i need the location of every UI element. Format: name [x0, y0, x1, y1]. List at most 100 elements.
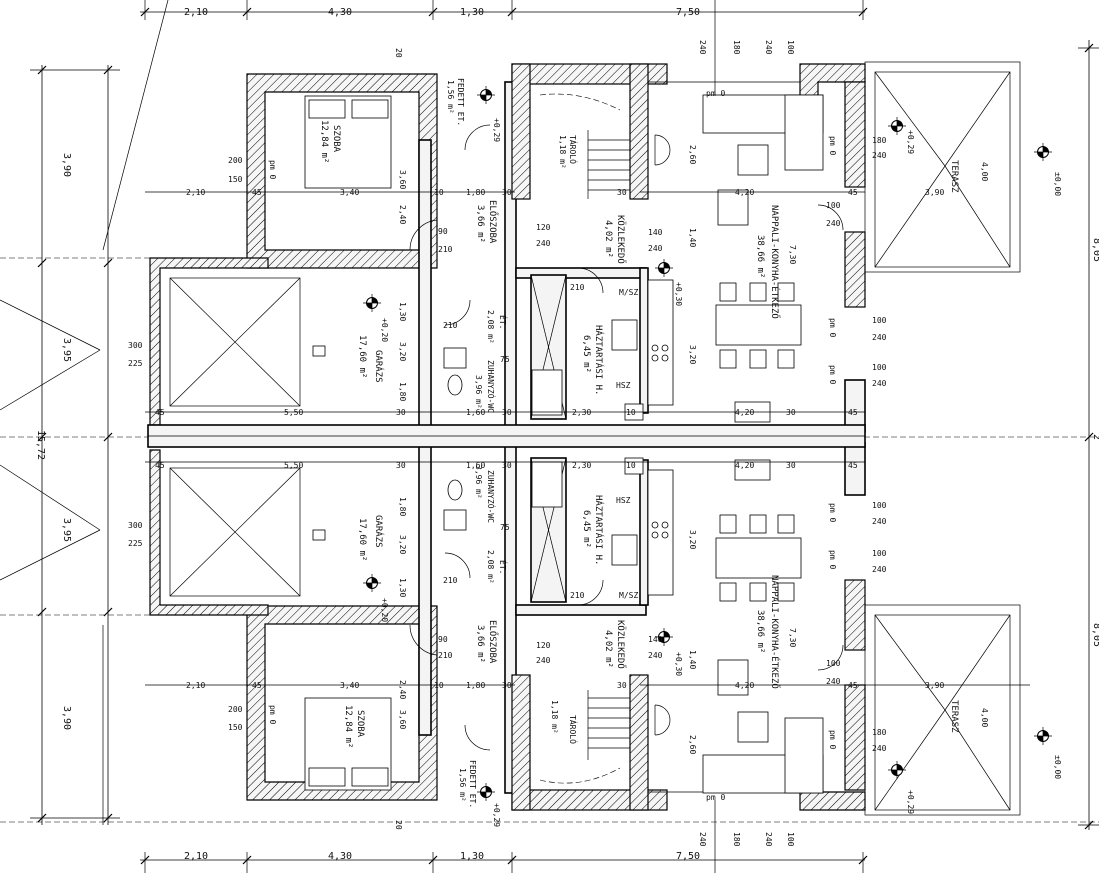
- level-entrance: +0,29: [492, 803, 501, 827]
- room-et-name: ÉT.: [498, 315, 509, 329]
- dining-table: [715, 537, 802, 579]
- bottom-dim-3: 1,30: [460, 851, 484, 862]
- door-140: 140: [648, 635, 663, 644]
- dim-240: 240: [698, 832, 707, 847]
- dim-320: 3,20: [688, 530, 697, 549]
- room-zuhanyzo-name: ZUHANYZÓ-WC: [486, 470, 497, 523]
- door-210: 210: [438, 651, 453, 660]
- room-garazs-name: GARÁZS: [373, 350, 385, 383]
- door-210: 210: [443, 576, 458, 585]
- room-fedett-name: FEDETT ET.: [468, 760, 477, 808]
- level-texts: +0,29 +0,20 +0,30 +0,29 ±0,00 +0,20 +0,3…: [380, 118, 1062, 827]
- win-240: 240: [872, 333, 887, 342]
- dim-30: 30: [396, 461, 406, 470]
- door-225: 225: [128, 539, 143, 548]
- dim-420: 4,20: [735, 461, 754, 470]
- door-120: 120: [536, 223, 551, 232]
- room-garazs-area: 17,60 m²: [357, 335, 367, 378]
- level-terrace: +0,29: [906, 130, 915, 154]
- dim-340: 3,40: [340, 188, 359, 197]
- dim-240: 2,40: [398, 680, 407, 699]
- room-labels-lower: SZOBA 12,84 m² ELŐSZOBA 3,66 m² FEDETT E…: [343, 465, 959, 808]
- room-kozlekedo-name: KÖZLEKEDŐ: [615, 620, 626, 669]
- door-100: 100: [826, 659, 841, 668]
- dim-45: 45: [155, 408, 165, 417]
- bottom-dim-4: 7,50: [676, 851, 700, 862]
- dim-10: 10: [626, 408, 636, 417]
- dim-550: 5,50: [284, 461, 303, 470]
- dim-30: 30: [396, 408, 406, 417]
- room-haztartasi-area: 6,45 m²: [581, 510, 591, 548]
- dim-420: 4,20: [735, 681, 754, 690]
- room-tarolo-area: 1,18 m²: [550, 700, 559, 734]
- parapet-pm: pm 0: [706, 89, 725, 98]
- left-dim-5: 3,90: [61, 706, 72, 730]
- room-terasz-name: TERASZ: [949, 700, 959, 733]
- dim-30: 30: [786, 461, 796, 470]
- room-haztartasi-name: HÁZTARTÁSI H.: [593, 495, 605, 565]
- win-180: 180: [872, 136, 887, 145]
- win-200: 200: [228, 705, 243, 714]
- parapet-pm: pm 0: [828, 550, 837, 569]
- level-floor: +0,30: [674, 652, 683, 676]
- dim-30: 30: [502, 461, 512, 470]
- dim-320: 3,20: [688, 345, 697, 364]
- parapet-pm: pm 0: [828, 318, 837, 337]
- dim-45: 45: [155, 461, 165, 470]
- room-tarolo-name: TÁROLÓ: [568, 135, 579, 164]
- room-nappali-area: 38,66 m²: [755, 610, 765, 653]
- dim-30: 30: [617, 188, 627, 197]
- dim-160: 1,60: [466, 408, 485, 417]
- right-dim-2: 2: [1091, 434, 1099, 440]
- doors: [409, 124, 844, 751]
- room-szoba-name: SZOBA: [331, 125, 341, 153]
- room-szoba-area: 12,84 m²: [319, 120, 329, 163]
- dim-45: 45: [848, 681, 858, 690]
- dim-160: 1,60: [466, 461, 485, 470]
- room-et-area: 2,08 m²: [486, 550, 495, 584]
- room-zuhanyzo-area: 3,96 m²: [474, 465, 483, 499]
- dim-230: 2,30: [572, 408, 591, 417]
- dim-550: 5,50: [284, 408, 303, 417]
- dim-180: 1,80: [466, 188, 485, 197]
- opening-annotations: 200 150 300 225 300 225 200 150 180 240 …: [128, 89, 887, 802]
- dim-730: 7,30: [788, 245, 797, 264]
- win-240: 240: [872, 151, 887, 160]
- msz-label: M/SZ: [619, 288, 638, 297]
- parapet-pm: pm 0: [268, 160, 277, 179]
- dim-10: 10: [626, 461, 636, 470]
- parapet-pm: pm 0: [828, 730, 837, 749]
- dim-45: 45: [252, 188, 262, 197]
- terraces: [864, 61, 1021, 816]
- room-eloszoba-name: ELŐSZOBA: [487, 200, 498, 244]
- room-fedett-name: FEDETT ET.: [456, 78, 465, 126]
- hsz-label: HSZ: [616, 381, 631, 390]
- dim-240: 240: [698, 40, 707, 55]
- door-240: 240: [648, 651, 663, 660]
- room-tarolo-area: 1,18 m²: [558, 135, 567, 169]
- room-eloszoba-name: ELŐSZOBA: [487, 620, 498, 664]
- dim-260: 2,60: [688, 145, 697, 164]
- dim-45: 45: [848, 408, 858, 417]
- room-szoba-area: 12,84 m²: [343, 705, 353, 748]
- dim-320: 3,20: [398, 342, 407, 361]
- win-100: 100: [872, 501, 887, 510]
- dim-100: 100: [786, 832, 795, 847]
- dim-240: 240: [764, 832, 773, 847]
- party-wall: [147, 424, 866, 448]
- dim-390: 3,90: [925, 188, 944, 197]
- door-210: 210: [570, 283, 585, 292]
- dim-20: 20: [394, 48, 403, 58]
- room-nappali-name: NAPPALI-KONYHA-ÉTKEZŐ: [769, 575, 781, 689]
- room-labels-upper: SZOBA 12,84 m² ELŐSZOBA 3,66 m² FEDETT E…: [319, 78, 959, 413]
- room-terasz-name: TERASZ: [949, 160, 959, 193]
- win-240: 240: [872, 565, 887, 574]
- bottom-dim-2: 4,30: [328, 851, 352, 862]
- win-180: 180: [872, 728, 887, 737]
- top-dim-2: 4,30: [328, 7, 352, 18]
- room-garazs-name: GARÁZS: [373, 515, 385, 548]
- right-dim-3: 8,05: [1091, 623, 1099, 647]
- dim-30: 30: [502, 408, 512, 417]
- door-240: 240: [536, 656, 551, 665]
- level-terrace: +0,29: [906, 790, 915, 814]
